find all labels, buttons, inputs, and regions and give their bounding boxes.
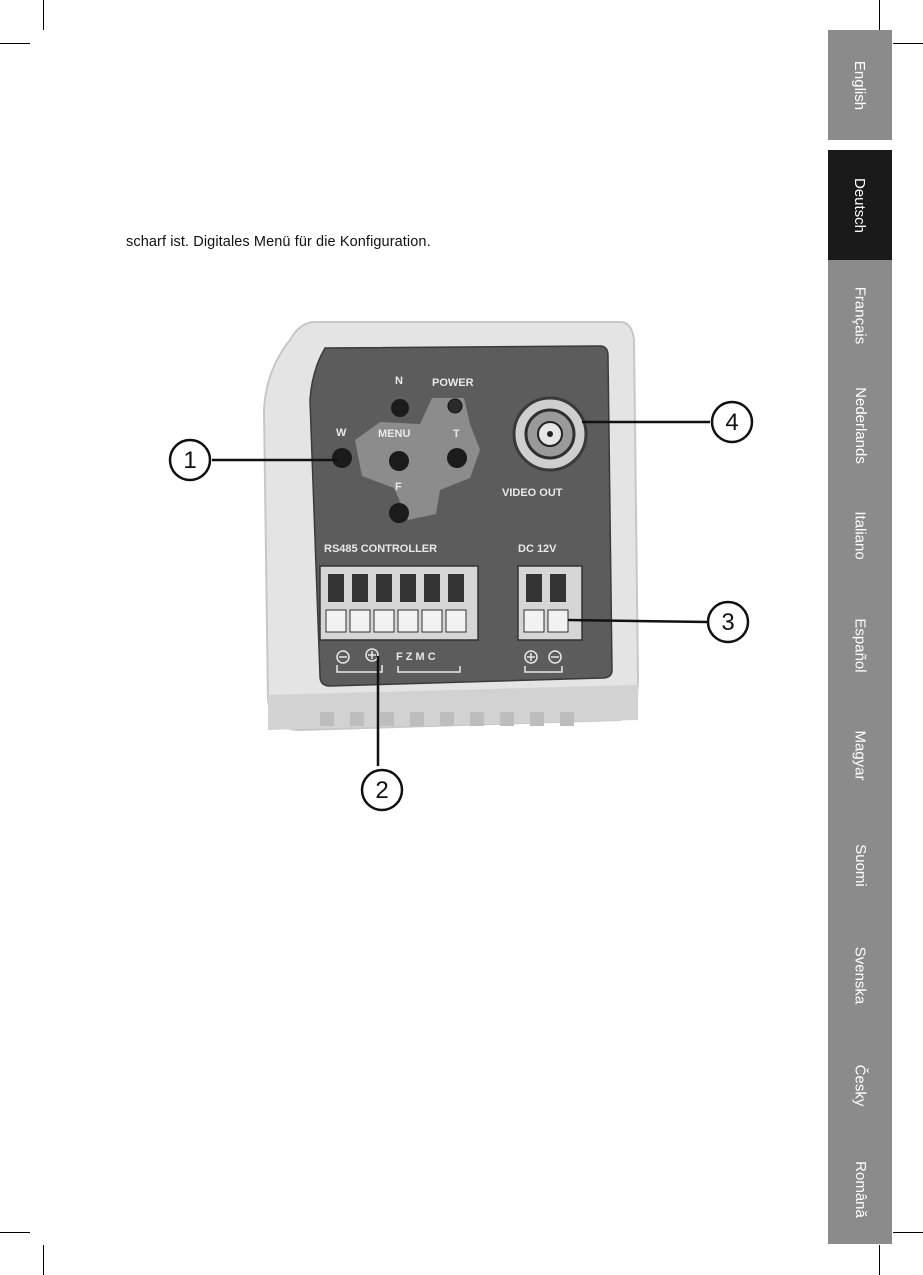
crop-mark: [0, 43, 30, 44]
tab-espanol[interactable]: Español: [828, 590, 892, 700]
callout-3: 3: [708, 602, 748, 642]
tab-label: Español: [852, 618, 869, 672]
label-video-out: VIDEO OUT: [502, 487, 563, 499]
label-power: POWER: [432, 377, 474, 389]
label-dc-12v: DC 12V: [518, 543, 557, 555]
tab-francais[interactable]: Français: [828, 260, 892, 370]
tab-svenska[interactable]: Svenska: [828, 920, 892, 1030]
tab-label: English: [851, 60, 868, 109]
tab-romana[interactable]: Română: [828, 1134, 892, 1244]
crop-mark: [893, 1232, 923, 1233]
label-t: T: [453, 428, 460, 440]
tab-label: Česky: [852, 1064, 869, 1106]
crop-mark: [879, 1245, 880, 1275]
tab-label: Français: [852, 286, 869, 344]
button-w: [332, 448, 352, 468]
power-led: [448, 399, 462, 413]
label-w: W: [336, 427, 347, 439]
crop-mark: [43, 0, 44, 30]
tab-label: Svenska: [851, 946, 868, 1004]
label-rs485-controller: RS485 CONTROLLER: [324, 543, 437, 555]
tab-label: Nederlands: [852, 387, 869, 464]
tab-label: Magyar: [852, 730, 869, 780]
button-n: [391, 399, 409, 417]
label-f: F: [395, 481, 402, 493]
camera-back-panel-figure: N POWER W MENU T F VIDEO OUT RS485 CONTR…: [150, 300, 770, 820]
tab-suomi[interactable]: Suomi: [828, 810, 892, 920]
label-fzmc: F Z M C: [396, 651, 436, 663]
tab-label: Deutsch: [852, 177, 869, 232]
tab-english[interactable]: English: [828, 30, 892, 140]
language-tabs: English Deutsch Français Nederlands Ital…: [828, 30, 892, 1244]
button-t: [447, 448, 467, 468]
label-n: N: [395, 375, 403, 387]
tab-label: Suomi: [852, 844, 869, 887]
svg-text:2: 2: [375, 777, 388, 804]
label-menu: MENU: [378, 428, 410, 440]
callout-2: 2: [362, 770, 402, 810]
svg-text:4: 4: [725, 409, 738, 436]
crop-mark: [879, 0, 880, 30]
crop-mark: [0, 1232, 30, 1233]
tab-deutsch[interactable]: Deutsch: [828, 150, 892, 260]
tab-nederlands[interactable]: Nederlands: [828, 370, 892, 480]
crop-mark: [43, 1245, 44, 1275]
svg-text:1: 1: [183, 447, 196, 474]
tab-label: Română: [851, 1161, 868, 1218]
svg-text:3: 3: [721, 609, 734, 636]
crop-mark: [893, 43, 923, 44]
button-menu: [389, 451, 409, 471]
tab-label: Italiano: [852, 511, 869, 559]
tab-cesky[interactable]: Česky: [828, 1030, 892, 1140]
tab-magyar[interactable]: Magyar: [828, 700, 892, 810]
tab-italiano[interactable]: Italiano: [828, 480, 892, 590]
button-f: [389, 503, 409, 523]
callout-4: 4: [712, 402, 752, 442]
body-paragraph: scharf ist. Digitales Menü für die Konfi…: [126, 234, 431, 250]
callout-1: 1: [170, 440, 210, 480]
